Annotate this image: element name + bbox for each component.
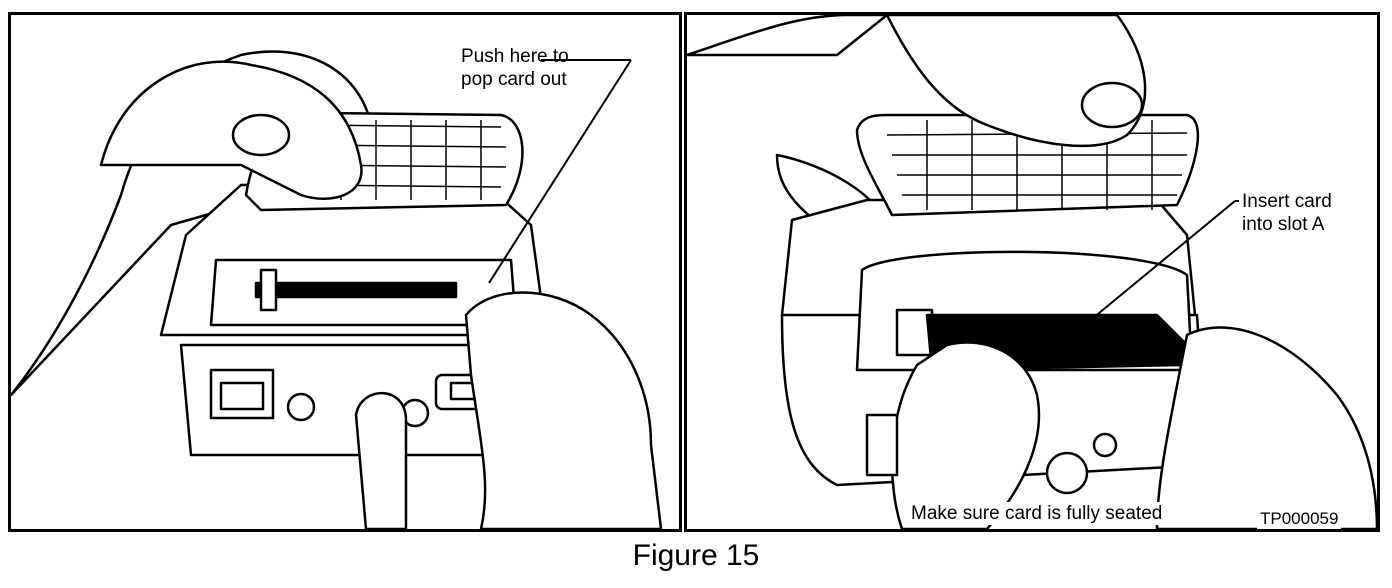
insert-card-illustration [687,15,1377,529]
drawing-code: TP000059 [1257,509,1342,529]
figure-caption: Figure 15 [632,539,760,572]
left-illustration-panel: Push here to pop card out [8,12,682,532]
insert-card-label: Insert card into slot A [1242,191,1332,235]
push-to-eject-label: Push here to pop card out [461,46,569,90]
fully-seated-label: Make sure card is fully seated [907,502,1167,525]
right-illustration-panel: Insert card into slot A Make sure card i… [684,12,1380,532]
eject-card-illustration [11,50,663,529]
